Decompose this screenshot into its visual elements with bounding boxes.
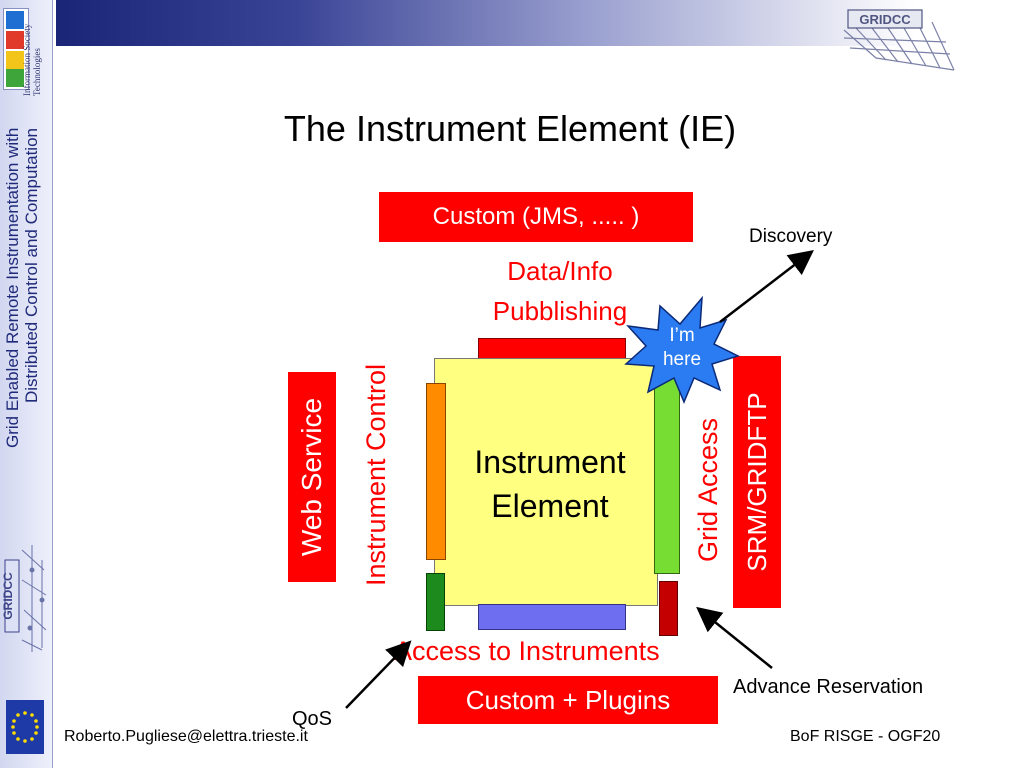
reservation-interface-bar	[659, 581, 678, 636]
im-here-line2: here	[662, 349, 702, 370]
ist-logo-square	[6, 51, 24, 69]
gridcc-side-logo: GRIDCC	[2, 545, 47, 652]
instrument-element-label: Instrument Element	[440, 440, 660, 528]
srm-gridftp-box: SRM/GRIDFTP	[733, 356, 781, 608]
qos-arrow	[345, 640, 412, 709]
header-gradient-bar	[56, 0, 916, 46]
im-here-label: I’m here	[644, 324, 720, 372]
slide-title: The Instrument Element (IE)	[283, 108, 737, 149]
ist-logo	[3, 8, 29, 90]
web-service-box: Web Service	[288, 372, 336, 582]
custom-jms-box: Custom (JMS, ..... )	[379, 192, 693, 242]
data-info-line1: Data/Info	[507, 256, 613, 286]
im-here-line1: I’m	[669, 325, 695, 346]
custom-plugins-box: Custom + Plugins	[418, 676, 718, 724]
control-interface-bar	[426, 383, 446, 560]
access-to-instruments-label: Access to Instruments	[394, 636, 660, 666]
instrument-element-box	[434, 358, 658, 606]
qos-label: QoS	[292, 708, 333, 730]
ist-logo-square	[6, 69, 24, 87]
ist-logo-square	[6, 31, 24, 49]
footer-email: Roberto.Pugliese@elettra.trieste.it	[64, 728, 308, 745]
gridcc-header-logo: GRIDCC	[843, 9, 955, 71]
data-info-line2: Pubblishing	[492, 296, 628, 326]
advance-reservation-arrow	[696, 606, 773, 669]
advance-reservation-label: Advance Reservation	[733, 676, 924, 698]
side-logo-text: GRIDCC	[2, 572, 15, 620]
im-here-star-icon	[624, 295, 740, 404]
footer-event: BoF RISGE - OGF20	[790, 728, 941, 745]
sidebar-band	[0, 0, 53, 768]
center-label-line1: Instrument	[474, 444, 626, 480]
data-info-publishing-label: Data/Info Pubblishing	[450, 251, 670, 331]
discovery-arrow	[719, 249, 814, 323]
discovery-label: Discovery	[749, 226, 833, 247]
grid-access-interface-bar	[654, 376, 680, 574]
instrument-access-interface-bar	[478, 604, 626, 630]
header-logo-text: GRIDCC	[859, 12, 911, 27]
center-label-line2: Element	[491, 488, 609, 524]
qos-interface-bar	[426, 573, 445, 631]
eu-flag-icon	[6, 700, 44, 754]
ist-logo-square	[6, 11, 24, 29]
